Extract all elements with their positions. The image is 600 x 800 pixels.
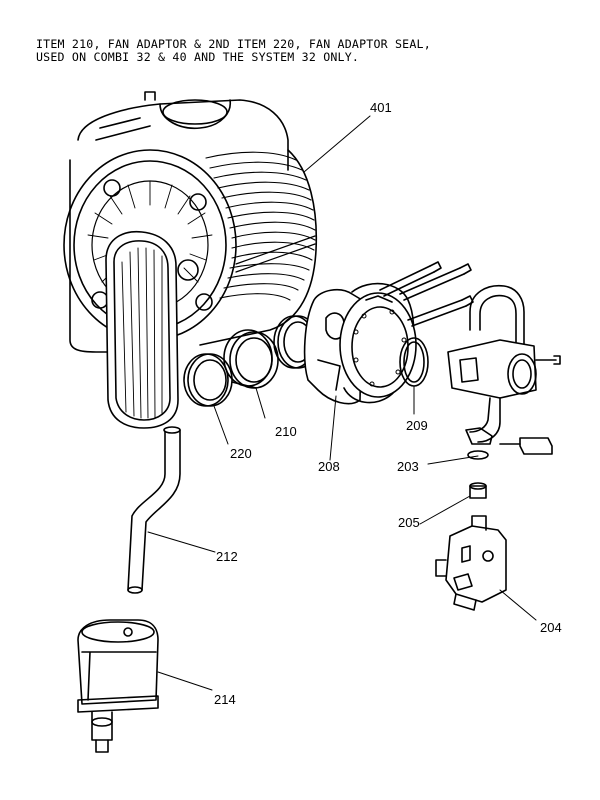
fan-adaptor-part — [223, 329, 279, 389]
callout-210: 210 — [275, 424, 297, 439]
callout-214: 214 — [214, 692, 236, 707]
condensate-pipe-part — [127, 426, 181, 594]
note-line-2: USED ON COMBI 32 & 40 AND THE SYSTEM 32 … — [36, 50, 360, 64]
note-line-1: ITEM 210, FAN ADAPTOR & 2ND ITEM 220, FA… — [36, 37, 431, 51]
callout-212: 212 — [216, 549, 238, 564]
gas-fitting-part — [469, 482, 487, 499]
diagram-note: ITEM 210, FAN ADAPTOR & 2ND ITEM 220, FA… — [36, 38, 576, 64]
callout-220: 220 — [230, 446, 252, 461]
heat-exchanger-part — [63, 91, 318, 429]
gas-valve-part — [435, 515, 507, 611]
condensate-trap-part — [77, 619, 159, 753]
fan-part — [303, 261, 474, 405]
venturi-part — [447, 284, 561, 460]
callout-203: 203 — [397, 459, 419, 474]
leader-lines — [147, 115, 537, 691]
callout-209: 209 — [406, 418, 428, 433]
callout-401: 401 — [370, 100, 392, 115]
callout-208: 208 — [318, 459, 340, 474]
callout-205: 205 — [398, 515, 420, 530]
callout-204: 204 — [540, 620, 562, 635]
